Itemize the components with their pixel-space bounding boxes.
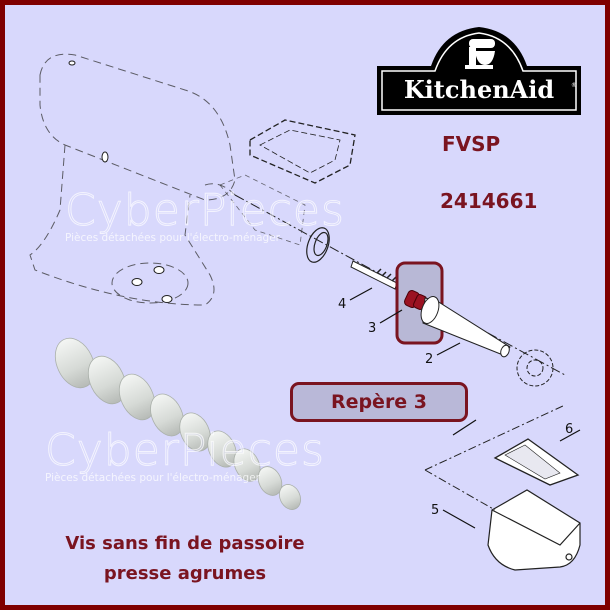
strainer-screen-part-6 <box>493 438 580 486</box>
stand-mixer-icon <box>465 39 495 69</box>
callout-6: 6 <box>565 422 573 437</box>
watermark-bottom: CyberPieces Pièces détachées pour l'élec… <box>45 425 325 485</box>
product-description: Vis sans fin de passoire presse agrumes <box>35 529 335 589</box>
cone-part-2 <box>420 296 511 358</box>
reference-badge: Repère 3 <box>290 382 468 422</box>
auger-product-photo <box>54 337 301 510</box>
hopper-tray <box>249 119 356 184</box>
ring-nut <box>306 227 330 263</box>
callout-3: 3 <box>368 321 376 336</box>
svg-text:®: ® <box>571 82 577 89</box>
logo-text: KitchenAid <box>404 75 555 104</box>
kitchenaid-logo: KitchenAid ® <box>377 27 581 115</box>
mixer-bowl-pegs <box>68 60 173 303</box>
description-line-2: presse agrumes <box>103 563 267 584</box>
model-code: FVSP <box>442 132 501 156</box>
exploded-diagram: 4 3 2 5 6 <box>29 53 581 571</box>
juicer-housing-part-5 <box>487 489 581 571</box>
callout-2: 2 <box>425 352 433 367</box>
shaft-part-4 <box>350 260 398 290</box>
watermark-top: CyberPieces Pièces détachées pour l'élec… <box>65 185 345 245</box>
end-cap <box>516 349 554 387</box>
part-number: 2414661 <box>440 189 538 213</box>
callout-4: 4 <box>338 297 346 312</box>
callout-5: 5 <box>431 503 439 518</box>
reference-label: Repère 3 <box>330 391 428 413</box>
description-line-1: Vis sans fin de passoire <box>65 533 305 554</box>
stand-mixer-outline <box>29 53 236 306</box>
